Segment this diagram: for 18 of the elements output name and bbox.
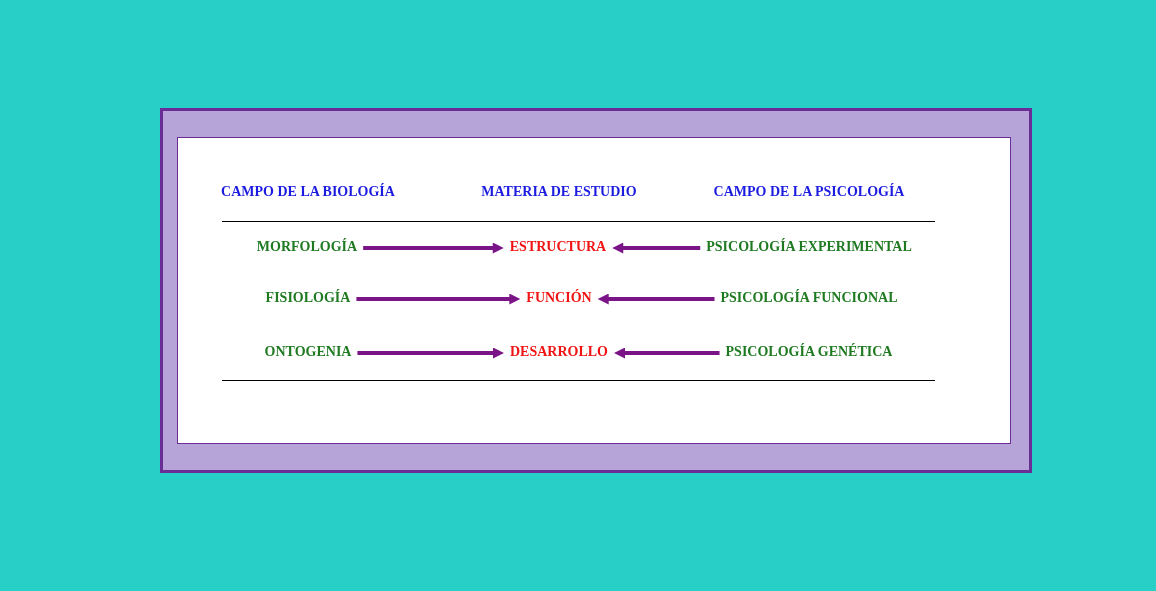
biology-branch-label: ONTOGENIA bbox=[258, 344, 358, 360]
column-header: CAMPO DE LA BIOLOGÍA bbox=[221, 184, 395, 200]
arrow bbox=[612, 242, 701, 254]
arrow bbox=[356, 293, 521, 305]
psychology-branch-label: PSICOLOGÍA EXPERIMENTAL bbox=[700, 239, 918, 255]
arrow bbox=[614, 347, 720, 359]
column-header: CAMPO DE LA PSICOLOGÍA bbox=[713, 184, 905, 200]
study-topic-label: FUNCIÓN bbox=[520, 290, 598, 306]
arrow bbox=[357, 347, 504, 359]
arrow bbox=[363, 242, 504, 254]
biology-branch-label: FISIOLOGÍA bbox=[259, 290, 357, 306]
psychology-branch-label: PSICOLOGÍA FUNCIONAL bbox=[714, 290, 904, 306]
arrow bbox=[597, 293, 715, 305]
study-topic-label: ESTRUCTURA bbox=[503, 239, 613, 255]
biology-branch-label: MORFOLOGÍA bbox=[250, 239, 364, 255]
study-topic-label: DESARROLLO bbox=[504, 344, 614, 360]
psychology-branch-label: PSICOLOGÍA GENÉTICA bbox=[719, 344, 899, 360]
column-header: MATERIA DE ESTUDIO bbox=[481, 184, 637, 200]
